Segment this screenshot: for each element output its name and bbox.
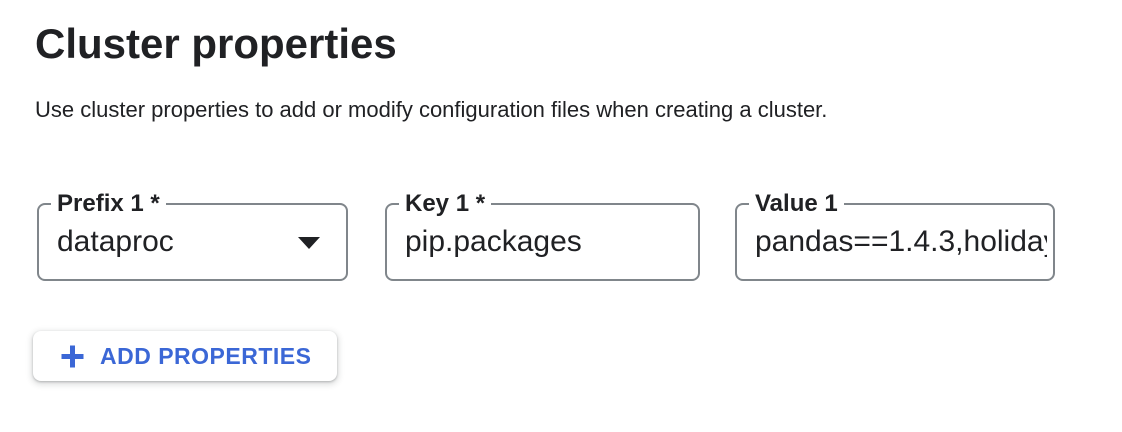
key-label: Key 1 * [399,190,492,218]
value-field: Value 1 [735,190,1055,281]
page-description: Use cluster properties to add or modify … [35,97,828,122]
prefix-selected-value: dataproc [57,225,174,258]
prefix-dropdown[interactable]: Prefix 1 * dataproc [37,190,348,281]
add-properties-button[interactable]: ADD PROPERTIES [33,331,338,381]
add-properties-label: ADD PROPERTIES [100,342,312,369]
plus-icon [61,345,84,367]
value-label: Value 1 [749,190,844,218]
page-title: Cluster properties [35,20,397,67]
dropdown-arrow-icon [298,237,320,249]
key-field: Key 1 * [385,190,700,281]
property-row: Prefix 1 * dataproc Key 1 * Value 1 [37,190,1055,281]
prefix-label: Prefix 1 * [51,190,166,218]
